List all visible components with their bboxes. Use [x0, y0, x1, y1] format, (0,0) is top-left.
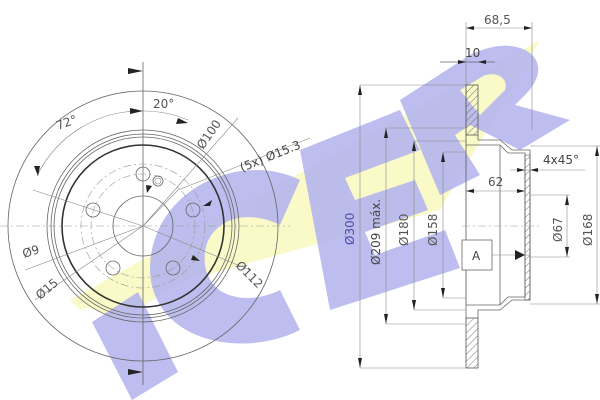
bolt-hole-5 — [85, 202, 101, 218]
dim-hat-outer: Ø180 — [397, 214, 411, 246]
leader-9 — [24, 225, 144, 271]
arrow-168-bottom — [595, 294, 599, 304]
leader-100 — [142, 117, 239, 227]
dim-overall-height: 68,5 — [484, 13, 511, 27]
dim-small-hole: Ø9 — [21, 242, 42, 261]
arrow-180-top — [412, 141, 416, 151]
hat-ring-main — [61, 144, 225, 308]
arrow-68-left — [466, 26, 474, 30]
bolt-holes — [85, 166, 201, 276]
arrow-158-top — [441, 152, 445, 162]
watermark-letter-i — [92, 292, 178, 400]
arrow-bolt — [203, 200, 212, 206]
leader-15-3 — [142, 189, 179, 227]
arrow-168-top — [595, 146, 599, 156]
arrow-112 — [191, 255, 200, 261]
dim-friction-inner: Ø209 máx. — [369, 199, 383, 265]
arrow-67-top — [565, 195, 569, 205]
bolt-hole-1 — [135, 166, 151, 182]
angle-20-arc — [142, 110, 189, 121]
arrow-72 — [34, 166, 40, 176]
hat-ring-1 — [46, 129, 240, 323]
bolt-hole-4 — [105, 260, 121, 276]
center-bore — [112, 195, 174, 257]
arrow-67-bottom — [565, 247, 569, 257]
watermark-letter-e — [300, 110, 460, 310]
dim-hat-depth: 62 — [488, 175, 503, 189]
arrow-locator — [146, 185, 152, 193]
leader-15-3-ext — [177, 137, 311, 191]
arrow-20-end — [176, 118, 188, 124]
arrow-62-right — [517, 189, 525, 193]
arrow-209-top — [384, 128, 388, 138]
hat-ring-3 — [53, 136, 233, 316]
dim-flange: Ø168 — [581, 214, 595, 246]
leader-112 — [142, 225, 251, 271]
watermark — [70, 40, 570, 400]
dim-chamfer: 4x45° — [543, 153, 579, 167]
front-view: 20° 72° Ø100 (5x) Ø15.3 Ø9 Ø15 Ø112 — [0, 62, 311, 385]
dim-hole-dia: (5x) Ø15.3 — [238, 138, 303, 175]
dim-pcd-outer: Ø112 — [233, 258, 266, 291]
bolt-circle — [90, 173, 196, 279]
dim-center-bore: Ø67 — [551, 217, 565, 242]
hat-ring-2 — [50, 133, 236, 319]
dim-hole-pattern: Ø100 — [194, 117, 224, 152]
arrow-68-right — [524, 26, 532, 30]
datum-triangle — [515, 250, 525, 260]
datum-label: A — [472, 249, 481, 263]
disc-outer-edge — [7, 90, 279, 362]
datum-box — [461, 239, 493, 271]
disc-section-top — [465, 84, 479, 136]
dim-disc-thickness: 10 — [465, 46, 480, 60]
arrow-209-bottom — [384, 314, 388, 324]
arrow-20 — [130, 108, 143, 114]
locator-hole-inner — [154, 177, 162, 185]
arrow-300-bottom — [358, 358, 362, 368]
arrow-chamfer-left — [517, 168, 525, 172]
arrow-top — [128, 68, 143, 74]
dim-angle-72: 72° — [54, 112, 79, 132]
watermark-letter-c — [150, 170, 300, 344]
leader-72 — [32, 189, 144, 227]
bolt-circle-outer — [80, 163, 206, 289]
watermark-letters — [92, 45, 570, 400]
hat-profile-outer — [477, 135, 531, 318]
angle-72-arc — [36, 110, 144, 177]
arrow-chamfer-right — [530, 168, 538, 172]
arrow-180-bottom — [412, 300, 416, 310]
arrow-300-top — [358, 85, 362, 95]
dim-hat-inner: Ø158 — [426, 214, 440, 246]
flange-section — [524, 154, 531, 301]
arrow-10-right — [478, 60, 486, 64]
dim-angle-20: 20° — [153, 97, 174, 111]
arrow-158-bottom — [441, 288, 445, 298]
bolt-hole-3 — [165, 260, 181, 276]
dim-outer-dia: Ø300 — [343, 213, 357, 245]
section-view: 68,5 10 Ø300 Ø209 máx. — [343, 13, 600, 369]
bolt-hole-2 — [185, 202, 201, 218]
disc-section-bottom — [465, 317, 479, 369]
arrow-10-left — [458, 60, 466, 64]
arrow-62-left — [466, 189, 474, 193]
leader-15 — [34, 225, 144, 301]
locator-hole — [152, 175, 164, 187]
arrow-bottom — [128, 369, 143, 375]
